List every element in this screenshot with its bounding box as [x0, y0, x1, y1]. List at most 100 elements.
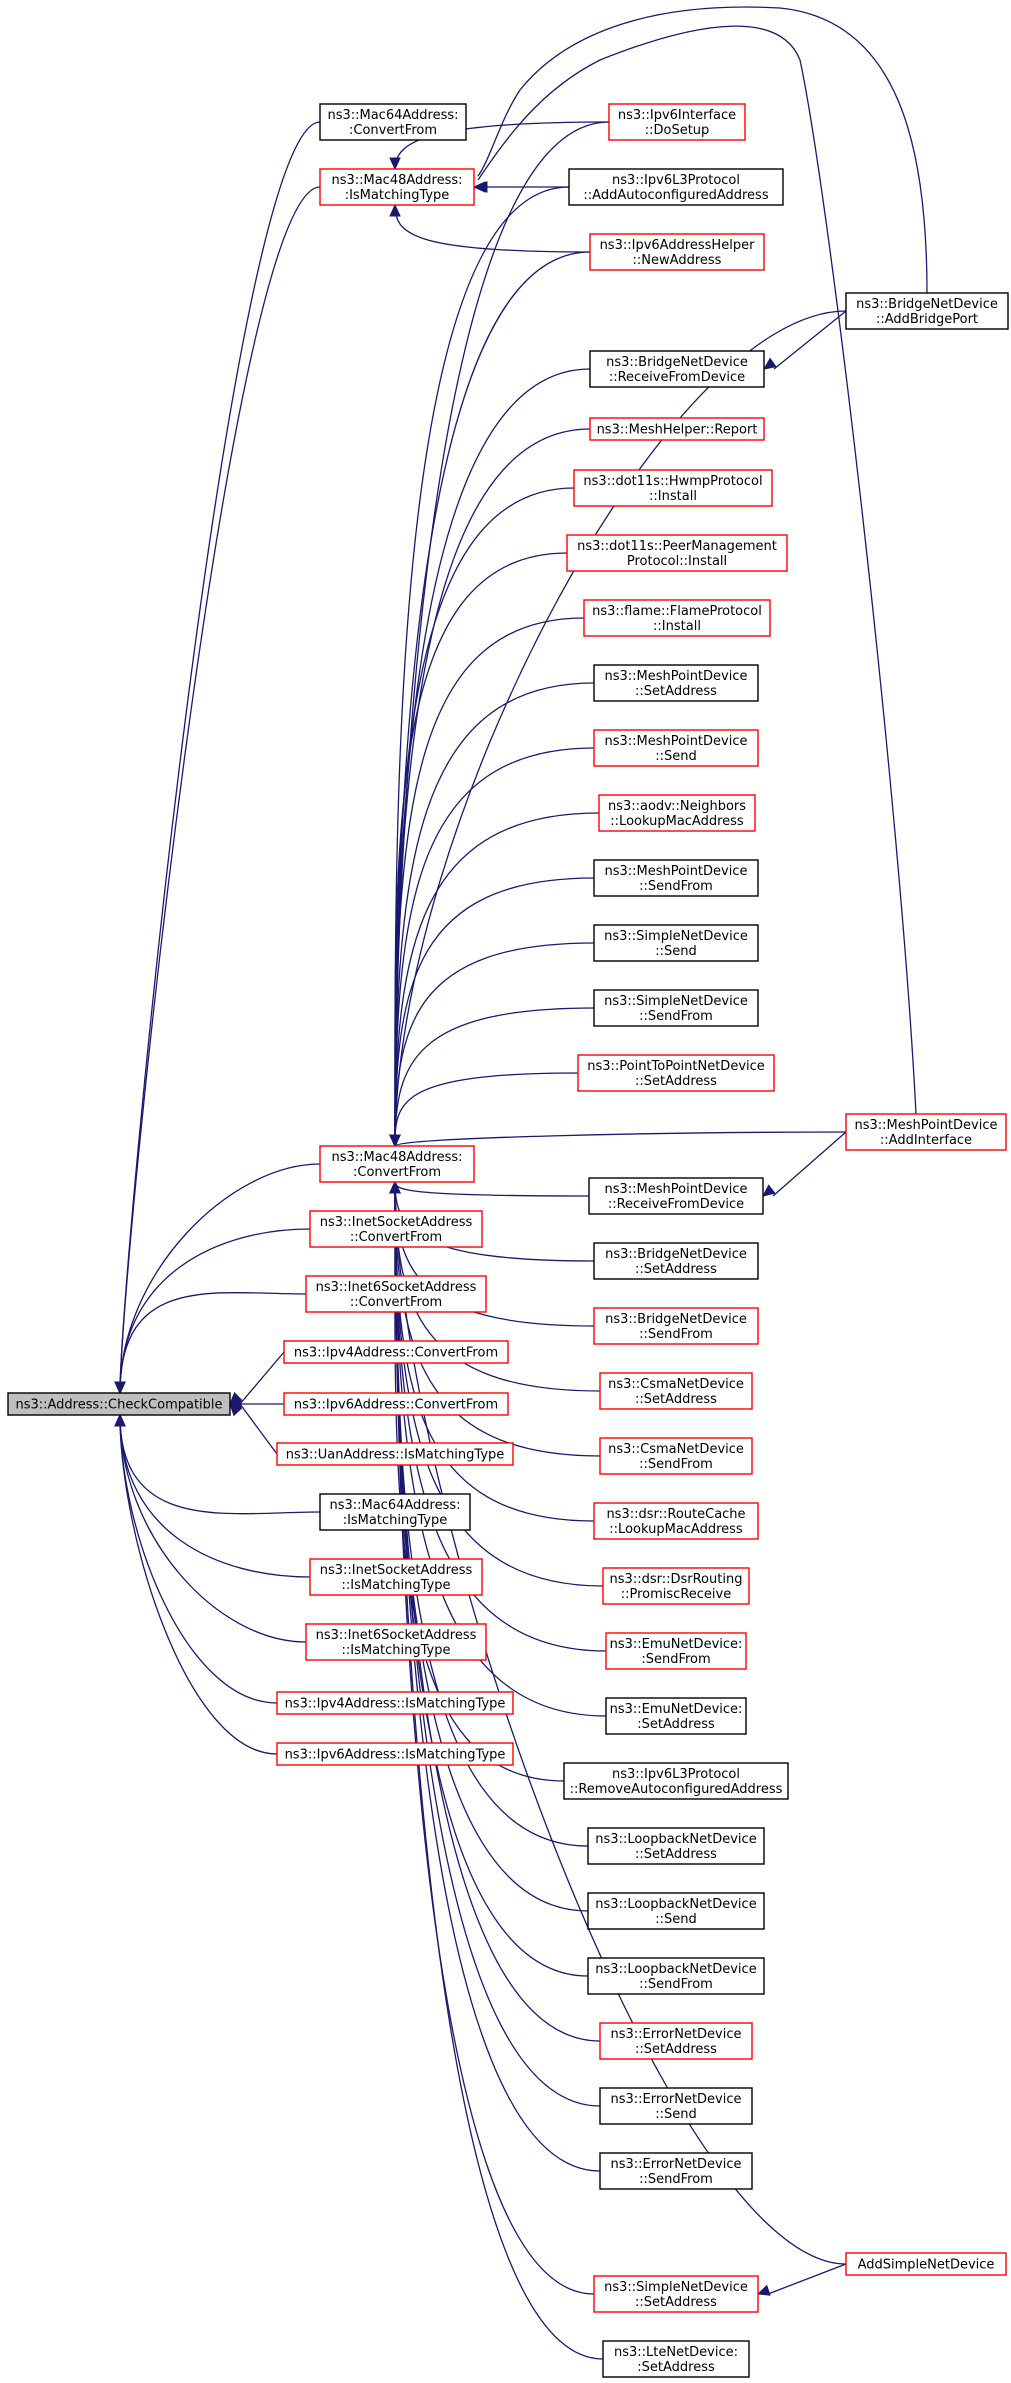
node-ipv6l3_addauto[interactable]: ns3::Ipv6L3Protocol::AddAutoconfiguredAd…	[568, 168, 784, 206]
edge-uan_ismatching-to-check_compatible-arrow	[229, 1403, 243, 1417]
node-mac48_ismatching-label-0: ns3::Mac48Address:	[331, 173, 462, 188]
node-bridge_setaddr[interactable]: ns3::BridgeNetDevice::SetAddress	[593, 1242, 759, 1280]
node-mac48_ismatching-label-1: :IsMatchingType	[345, 188, 450, 203]
node-bridge_addport[interactable]: ns3::BridgeNetDevice::AddBridgePort	[845, 292, 1009, 330]
node-ipv6_convertfrom-box	[283, 1392, 509, 1416]
node-lte_setaddr[interactable]: ns3::LteNetDevice::SetAddress	[602, 2340, 750, 2378]
node-error_setaddr-box	[599, 2022, 753, 2060]
node-inet6_convertfrom-label-1: ::ConvertFrom	[350, 1295, 442, 1310]
node-mac48_convertfrom-label-0: ns3::Mac48Address:	[331, 1150, 462, 1165]
node-error_send-label-0: ns3::ErrorNetDevice	[610, 2092, 741, 2107]
node-mac48_convertfrom[interactable]: ns3::Mac48Address::ConvertFrom	[319, 1145, 475, 1183]
node-error_send[interactable]: ns3::ErrorNetDevice::Send	[599, 2087, 753, 2125]
node-ipv6helper_newaddr-label-1: ::NewAddress	[633, 253, 722, 268]
node-inet6_ismatching[interactable]: ns3::Inet6SocketAddress::IsMatchingType	[305, 1623, 487, 1661]
node-error_sendfrom[interactable]: ns3::ErrorNetDevice::SendFrom	[599, 2152, 753, 2190]
edge-ipv4_ismatching-to-check_compatible	[119, 1414, 278, 1704]
node-simple_sendfrom[interactable]: ns3::SimpleNetDevice::SendFrom	[593, 989, 759, 1027]
node-ipv4_convertfrom-label-0: ns3::Ipv4Address::ConvertFrom	[294, 1346, 498, 1361]
node-emu_sendfrom-label-1: :SendFrom	[641, 1652, 710, 1667]
node-simple_setaddr[interactable]: ns3::SimpleNetDevice::SetAddress	[593, 2275, 759, 2313]
node-meshhelper_report-box	[589, 417, 765, 441]
edge-simple_sendfrom-to-mac48_convertfrom	[394, 1007, 595, 1147]
node-meshpoint_recvfrom-label-1: ::ReceiveFromDevice	[608, 1197, 744, 1212]
node-check_compatible[interactable]: ns3::Address::CheckCompatible	[7, 1392, 231, 1416]
node-simple_send[interactable]: ns3::SimpleNetDevice::Send	[593, 924, 759, 962]
node-emu_setaddr[interactable]: ns3::EmuNetDevice::SetAddress	[605, 1697, 747, 1735]
node-error_sendfrom-label-1: ::SendFrom	[639, 2172, 713, 2187]
node-dsr_promisc[interactable]: ns3::dsr::DsrRouting::PromiscReceive	[602, 1567, 750, 1605]
node-meshpoint_recvfrom[interactable]: ns3::MeshPointDevice::ReceiveFromDevice	[588, 1177, 764, 1215]
node-meshhelper_report[interactable]: ns3::MeshHelper::Report	[589, 417, 765, 441]
node-p2p_setaddr[interactable]: ns3::PointToPointNetDevice::SetAddress	[577, 1054, 775, 1092]
edge-p2p_setaddr-to-mac48_convertfrom	[394, 1072, 579, 1147]
node-emu_sendfrom[interactable]: ns3::EmuNetDevice::SendFrom	[605, 1632, 747, 1670]
node-mac64_convertfrom[interactable]: ns3::Mac64Address::ConvertFrom	[319, 103, 467, 141]
node-csma_setaddr-box	[599, 1372, 753, 1410]
node-peermgmt_install[interactable]: ns3::dot11s::PeerManagementProtocol::Ins…	[566, 534, 788, 572]
edge-meshpoint_addiface-to-meshpoint_recvfrom-arrow	[762, 1184, 776, 1197]
node-mac48_ismatching[interactable]: ns3::Mac48Address::IsMatchingType	[319, 168, 475, 206]
node-loopback_setaddr-label-1: ::SetAddress	[635, 1847, 717, 1862]
node-dsr_promisc-box	[602, 1567, 750, 1605]
node-ipv4_convertfrom[interactable]: ns3::Ipv4Address::ConvertFrom	[283, 1340, 509, 1364]
node-ipv6_ismatching[interactable]: ns3::Ipv6Address::IsMatchingType	[276, 1742, 514, 1766]
node-simple_sendfrom-box	[593, 989, 759, 1027]
node-bridge_sendfrom-box	[593, 1307, 759, 1345]
node-inet_convertfrom[interactable]: ns3::InetSocketAddress::ConvertFrom	[309, 1210, 483, 1248]
node-mac48_convertfrom-box	[319, 1145, 475, 1183]
node-bridge_setaddr-label-1: ::SetAddress	[635, 1262, 717, 1277]
node-meshpoint_send[interactable]: ns3::MeshPointDevice::Send	[593, 729, 759, 767]
edge-meshpoint_addiface-to-mac48_ismatching-arrow	[474, 181, 488, 193]
node-peermgmt_install-label-1: Protocol::Install	[627, 554, 727, 569]
node-mac64_ismatching-label-1: :IsMatchingType	[343, 1513, 448, 1528]
node-loopback_sendfrom[interactable]: ns3::LoopbackNetDevice::SendFrom	[587, 1957, 765, 1995]
node-meshpoint_recvfrom-label-0: ns3::MeshPointDevice	[604, 1182, 747, 1197]
node-simple_sendfrom-label-1: ::SendFrom	[639, 1009, 713, 1024]
node-aodv_lookup[interactable]: ns3::aodv::Neighbors::LookupMacAddress	[598, 794, 756, 832]
node-meshpoint_sendfrom[interactable]: ns3::MeshPointDevice::SendFrom	[593, 859, 759, 897]
node-meshpoint_recvfrom-box	[588, 1177, 764, 1215]
node-ipv4_ismatching[interactable]: ns3::Ipv4Address::IsMatchingType	[276, 1691, 514, 1715]
node-inet_ismatching[interactable]: ns3::InetSocketAddress::IsMatchingType	[309, 1558, 483, 1596]
node-ipv6helper_newaddr[interactable]: ns3::Ipv6AddressHelper::NewAddress	[589, 233, 765, 271]
edge-meshpoint_recvfrom-to-mac48_convertfrom	[394, 1181, 590, 1197]
node-meshpoint_setaddr[interactable]: ns3::MeshPointDevice::SetAddress	[593, 664, 759, 702]
node-bridge_recvfrom[interactable]: ns3::BridgeNetDevice::ReceiveFromDevice	[589, 350, 765, 388]
node-csma_setaddr-label-1: ::SetAddress	[635, 1392, 717, 1407]
node-csma_sendfrom[interactable]: ns3::CsmaNetDevice::SendFrom	[599, 1437, 753, 1475]
node-flame_install[interactable]: ns3::flame::FlameProtocol::Install	[583, 599, 771, 637]
node-meshpoint_addiface[interactable]: ns3::MeshPointDevice::AddInterface	[845, 1113, 1007, 1151]
node-emu_setaddr-label-1: :SetAddress	[637, 1717, 715, 1732]
node-csma_setaddr[interactable]: ns3::CsmaNetDevice::SetAddress	[599, 1372, 753, 1410]
edge-addsimplenetdevice-to-simple_setaddr	[767, 2263, 847, 2295]
node-check_compatible-box	[7, 1392, 231, 1416]
node-meshpoint_send-label-0: ns3::MeshPointDevice	[604, 734, 747, 749]
edge-ipv6helper_newaddr-to-mac48_ismatching-arrow	[389, 203, 401, 217]
node-inet6_convertfrom-box	[305, 1275, 487, 1313]
node-addsimplenetdevice[interactable]: AddSimpleNetDevice	[845, 2252, 1007, 2276]
node-loopback_sendfrom-label-1: ::SendFrom	[639, 1977, 713, 1992]
node-error_setaddr[interactable]: ns3::ErrorNetDevice::SetAddress	[599, 2022, 753, 2060]
node-ipv6l3_removeauto[interactable]: ns3::Ipv6L3Protocol::RemoveAutoconfigure…	[563, 1762, 789, 1800]
node-meshpoint_addiface-label-1: ::AddInterface	[880, 1133, 972, 1148]
node-loopback_send[interactable]: ns3::LoopbackNetDevice::Send	[587, 1892, 765, 1930]
node-bridge_setaddr-label-0: ns3::BridgeNetDevice	[605, 1247, 747, 1262]
node-meshpoint_addiface-label-0: ns3::MeshPointDevice	[854, 1118, 997, 1133]
node-error_sendfrom-label-0: ns3::ErrorNetDevice	[610, 2157, 741, 2172]
node-dsr_routecache[interactable]: ns3::dsr::RouteCache::LookupMacAddress	[593, 1502, 759, 1540]
node-meshpoint_send-box	[593, 729, 759, 767]
edge-peermgmt_install-to-mac48_convertfrom	[394, 552, 568, 1147]
node-ipv6_convertfrom[interactable]: ns3::Ipv6Address::ConvertFrom	[283, 1392, 509, 1416]
node-mac64_ismatching[interactable]: ns3::Mac64Address::IsMatchingType	[319, 1493, 471, 1531]
node-dsr_promisc-label-0: ns3::dsr::DsrRouting	[610, 1572, 743, 1587]
node-loopback_setaddr[interactable]: ns3::LoopbackNetDevice::SetAddress	[587, 1827, 765, 1865]
edge-meshpoint_addiface-to-mac48_ismatching	[477, 25, 917, 1115]
node-hwmp_install[interactable]: ns3::dot11s::HwmpProtocol::Install	[573, 469, 773, 507]
node-dsr_promisc-label-1: ::PromiscReceive	[621, 1587, 731, 1602]
node-ipv6iface_dosetup[interactable]: ns3::Ipv6Interface::DoSetup	[608, 103, 746, 141]
node-bridge_sendfrom[interactable]: ns3::BridgeNetDevice::SendFrom	[593, 1307, 759, 1345]
node-inet6_convertfrom[interactable]: ns3::Inet6SocketAddress::ConvertFrom	[305, 1275, 487, 1313]
node-loopback_sendfrom-box	[587, 1957, 765, 1995]
node-uan_ismatching[interactable]: ns3::UanAddress::IsMatchingType	[276, 1442, 514, 1466]
